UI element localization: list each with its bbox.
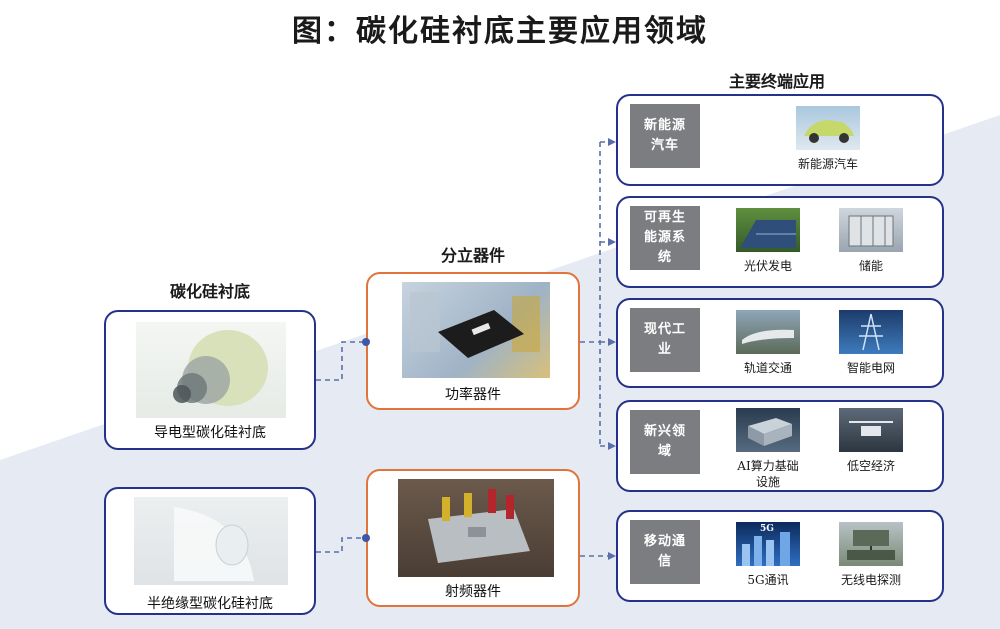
energy-storage-image: [839, 208, 903, 252]
applications-section-label: 主要终端应用: [728, 72, 825, 91]
app-tag-industry: 现代工业: [630, 308, 700, 372]
app-item-nev: 新能源汽车: [783, 106, 873, 172]
figure-title: 图：碳化硅衬底主要应用领域: [292, 14, 708, 49]
app-item-grid: 智能电网: [826, 310, 916, 376]
5g-city-image: 5G: [736, 522, 800, 566]
app-item-solar: 光伏发电: [723, 208, 813, 274]
semi-insulating-wafer-image: [134, 497, 288, 585]
conductive-substrate-caption: 导电型碳化硅衬底: [154, 425, 266, 441]
app-tag-nev: 新能源汽车: [630, 104, 700, 168]
radar-image: [839, 522, 903, 566]
data-center-image: [736, 408, 800, 452]
electric-car-image: [796, 106, 860, 150]
discrete-section-label: 分立器件: [440, 246, 505, 265]
app-box-nev: 新能源汽车 新能源汽车: [616, 94, 944, 186]
rf-device-image: [398, 479, 554, 577]
app-caption-radar: 无线电探测: [840, 573, 901, 587]
rf-device-caption: 射频器件: [445, 584, 501, 600]
semi-insulating-substrate-caption: 半绝缘型碳化硅衬底: [147, 596, 273, 612]
app-caption-5g: 5G通讯: [747, 573, 789, 587]
app-caption-nev: 新能源汽车: [797, 157, 858, 171]
app-caption-solar: 光伏发电: [743, 259, 792, 273]
solar-panel-image: [736, 208, 800, 252]
rail-transit-image: [736, 310, 800, 354]
app-box-industry: 现代工业 轨道交通 智能电网: [616, 298, 944, 388]
app-caption-low-altitude: 低空经济: [846, 459, 895, 473]
rf-device-box: 射频器件: [366, 469, 580, 607]
app-box-emerging: 新兴领域 AI算力基础设施 低空经济: [616, 400, 944, 492]
app-item-5g: 5G 5G通讯: [723, 522, 813, 588]
drone-image: [839, 408, 903, 452]
app-box-mobile: 移动通信 5G 5G通讯 无线电探测: [616, 510, 944, 602]
app-caption-rail: 轨道交通: [743, 361, 792, 375]
substrate-section-label: 碳化硅衬底: [169, 282, 250, 301]
app-item-low-altitude: 低空经济: [826, 408, 916, 474]
conductive-substrate-box: 导电型碳化硅衬底: [104, 310, 316, 450]
app-item-rail: 轨道交通: [723, 310, 813, 376]
5g-badge: 5G: [760, 524, 774, 534]
conductive-wafer-image: [136, 322, 286, 418]
app-item-ai: AI算力基础设施: [723, 408, 813, 490]
app-item-radar: 无线电探测: [826, 522, 916, 588]
app-caption-storage: 储能: [858, 259, 883, 273]
power-module-image: [402, 282, 550, 378]
smart-grid-image: [839, 310, 903, 354]
app-tag-renewable: 可再生能源系统: [630, 206, 700, 270]
semi-insulating-substrate-box: 半绝缘型碳化硅衬底: [104, 487, 316, 615]
app-box-renewable: 可再生能源系统 光伏发电 储能: [616, 196, 944, 288]
app-tag-emerging: 新兴领域: [630, 410, 700, 474]
app-item-storage: 储能: [826, 208, 916, 274]
app-tag-mobile: 移动通信: [630, 520, 700, 584]
power-device-box: 功率器件: [366, 272, 580, 410]
app-caption-ai: AI算力基础设施: [737, 459, 799, 489]
app-caption-grid: 智能电网: [846, 361, 895, 375]
power-device-caption: 功率器件: [445, 387, 501, 403]
